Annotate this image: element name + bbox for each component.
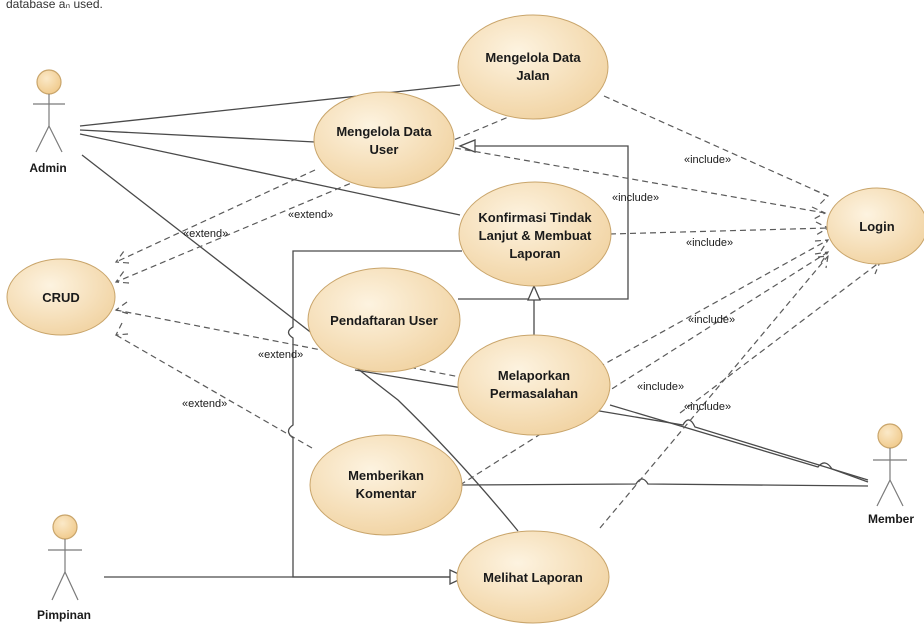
include-label-6: «include» [684,401,731,413]
include-label-3: «include» [686,237,733,249]
dep-user-login [454,147,826,214]
usecase-melihat-laporan[interactable]: Melihat Laporan [456,530,610,624]
actor-label-pimpinan: Pimpinan [37,608,91,622]
usecase-crud[interactable]: CRUD [6,258,116,336]
include-label-1: «include» [684,154,731,166]
usecase-label: Konfirmasi Tindak [478,210,592,225]
usecase-memberikan-komentar[interactable]: Memberikan Komentar [309,434,463,536]
extend-label-1: «extend» [183,228,228,240]
associations [79,84,869,578]
usecase-label: Permasalahan [490,386,578,401]
usecase-mengelola-data-jalan[interactable]: Mengelola Data Jalan [457,14,609,120]
assoc-admin-jalan [79,84,461,127]
dep-melaporkan-login [589,239,829,373]
usecase-label: Jalan [516,68,549,83]
usecase-label: Laporan [509,246,560,261]
gen-arrow-konfirmasi [527,284,541,301]
extend-label-3: «extend» [258,349,303,361]
assoc-member-komentar [459,478,869,487]
usecase-pendaftaran-user[interactable]: Pendaftaran User [307,267,461,373]
dep-melihat-login [599,255,829,529]
assoc-admin-konfirmasi [79,133,461,216]
usecase-label: Komentar [356,486,417,501]
usecase-label: Login [859,219,894,234]
gen-bracket [458,145,629,300]
top-note: database aₙ used. [6,0,103,11]
usecase-label: Memberikan [348,468,424,483]
dep-jalan-crud [115,109,526,283]
extend-label-2: «extend» [288,209,333,221]
usecase-melaporkan[interactable]: Melaporkan Permasalahan [457,334,611,436]
assoc-admin-user [79,129,316,143]
relationship-labels: «include» «include» «include» «include» … [182,154,735,413]
dep-jalan-login [603,95,829,197]
actor-pimpinan[interactable] [48,514,82,601]
include-label-4: «include» [688,314,735,326]
extend-label-4: «extend» [182,398,227,410]
dependencies [114,95,881,529]
usecase-mengelola-data-user[interactable]: Mengelola Data User [313,91,455,189]
usecase-label: Lanjut & Membuat [479,228,592,243]
usecase-konfirmasi[interactable]: Konfirmasi Tindak Lanjut & Membuat Lapor… [458,181,612,287]
dep-member-login [679,261,881,414]
usecase-label: Pendaftaran User [330,313,438,328]
actor-admin[interactable] [33,69,65,153]
usecase-label: CRUD [42,290,80,305]
include-label-2: «include» [612,192,659,204]
usecase-login[interactable]: Login [826,187,924,265]
usecase-label: Melihat Laporan [483,570,583,585]
include-label-5: «include» [637,381,684,393]
assoc-member-extra [609,404,869,483]
dep-komentar-crud [115,334,313,449]
dep-konfirmasi-login [609,227,829,235]
actor-member[interactable] [873,423,907,507]
usecase-label: User [370,142,399,157]
dep-komentar-login [459,251,829,486]
usecase-label: Mengelola Data [336,124,432,139]
actor-label-member: Member [868,512,914,526]
dep-user-crud [115,169,316,263]
assoc-admin-melihat [81,154,519,532]
actor-label-admin: Admin [29,161,66,175]
usecase-label: Mengelola Data [485,50,581,65]
usecase-label: Melaporkan [498,368,570,383]
gen-arrow-user [458,139,476,153]
assoc-member-melaporkan [354,369,869,481]
